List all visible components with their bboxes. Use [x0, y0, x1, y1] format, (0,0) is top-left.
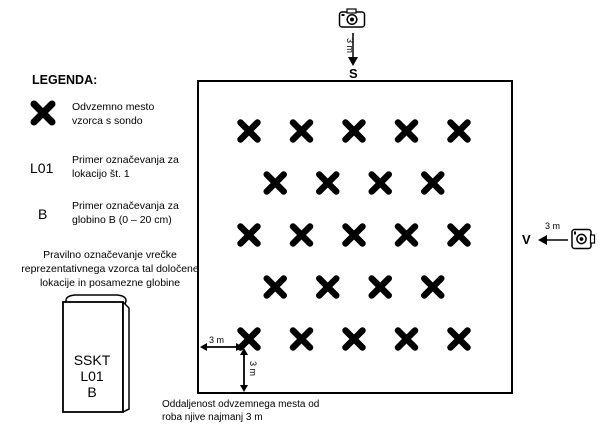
sample-cross-icon — [394, 327, 419, 351]
legend-location-line-1: Primer označevanja za — [72, 154, 179, 166]
legend-cross-desc: Odvzemno mesto vzorca s sondo — [72, 100, 154, 128]
sample-cross-icon — [342, 223, 366, 247]
legend-location-line-2: lokacijo št. 1 — [72, 168, 130, 180]
legend-depth-line-1: Primer označevanja za — [72, 200, 179, 212]
legend-code-depth: B — [38, 206, 48, 222]
sample-cross-icon — [368, 275, 392, 299]
sample-cross-icon — [263, 171, 287, 195]
bag-note-line-1: Pravilno označevanje vrečke — [43, 249, 177, 261]
distance-left-label: 3 m — [209, 335, 225, 345]
sample-cross-icon — [368, 171, 392, 195]
sample-cross-icon — [289, 119, 314, 143]
bag-note-line-3: lokacije in posamezne globine — [39, 277, 181, 289]
edge-distance-note: Oddaljenost odvzemnega mesta od roba nji… — [162, 398, 362, 424]
legend-code-location: L01 — [30, 160, 54, 176]
bag-label: SSKT L01 B — [66, 352, 118, 400]
arrow-left-icon — [538, 235, 568, 245]
sample-cross-icon — [316, 171, 340, 195]
sample-cross-icon — [394, 119, 419, 143]
edge-distance-note-line-2: roba njive najmanj 3 m — [162, 412, 263, 423]
bag-label-line-1: SSKT — [73, 352, 111, 368]
distance-east-label: 3 m — [545, 221, 561, 231]
distance-bottom-label: 3 m — [248, 361, 258, 377]
camera-right-icon — [571, 228, 596, 250]
legend-location-desc: Primer označevanja za lokacijo št. 1 — [72, 153, 179, 181]
sample-cross-icon — [237, 327, 261, 351]
sample-cross-icon — [394, 223, 419, 247]
direction-east-label: V — [522, 232, 531, 247]
bag-label-line-2: L01 — [80, 368, 104, 384]
sample-cross-icon — [263, 275, 287, 299]
field-boundary — [197, 80, 513, 394]
bag-label-line-3: B — [87, 384, 97, 400]
sample-cross-icon — [421, 171, 445, 195]
arrow-down-icon — [348, 33, 358, 66]
sample-cross-icon — [447, 223, 471, 247]
legend-cross-line-2: vzorca s sondo — [72, 115, 143, 127]
legend-title: LEGENDA: — [32, 73, 98, 87]
legend-depth-line-2: globino B (0 – 20 cm) — [72, 214, 172, 226]
legend-depth-desc: Primer označevanja za globino B (0 – 20 … — [72, 199, 179, 227]
sample-cross-icon — [289, 327, 314, 351]
sample-cross-icon — [447, 119, 471, 143]
direction-north-label: S — [349, 66, 358, 81]
bag-note: Pravilno označevanje vrečke reprezentati… — [10, 248, 210, 290]
camera-top-icon — [338, 8, 366, 28]
sample-cross-icon — [421, 275, 445, 299]
bag-note-line-2: reprezentativnega vzorca tal določene — [21, 263, 199, 275]
sample-cross-icon — [289, 223, 314, 247]
edge-distance-note-line-1: Oddaljenost odvzemnega mesta od — [162, 399, 320, 410]
sample-bag-icon — [62, 294, 130, 413]
sample-cross-icon — [237, 223, 261, 247]
sample-cross-icon — [342, 119, 366, 143]
sample-cross-icon — [447, 327, 471, 351]
sample-cross-icon — [316, 275, 340, 299]
legend-cross-icon — [30, 100, 56, 126]
legend-cross-line-1: Odvzemno mesto — [72, 101, 155, 113]
sample-cross-icon — [237, 119, 261, 143]
distance-bottom-arrow — [240, 348, 248, 392]
distance-left-arrow — [200, 343, 243, 351]
sample-cross-icon — [342, 327, 366, 351]
